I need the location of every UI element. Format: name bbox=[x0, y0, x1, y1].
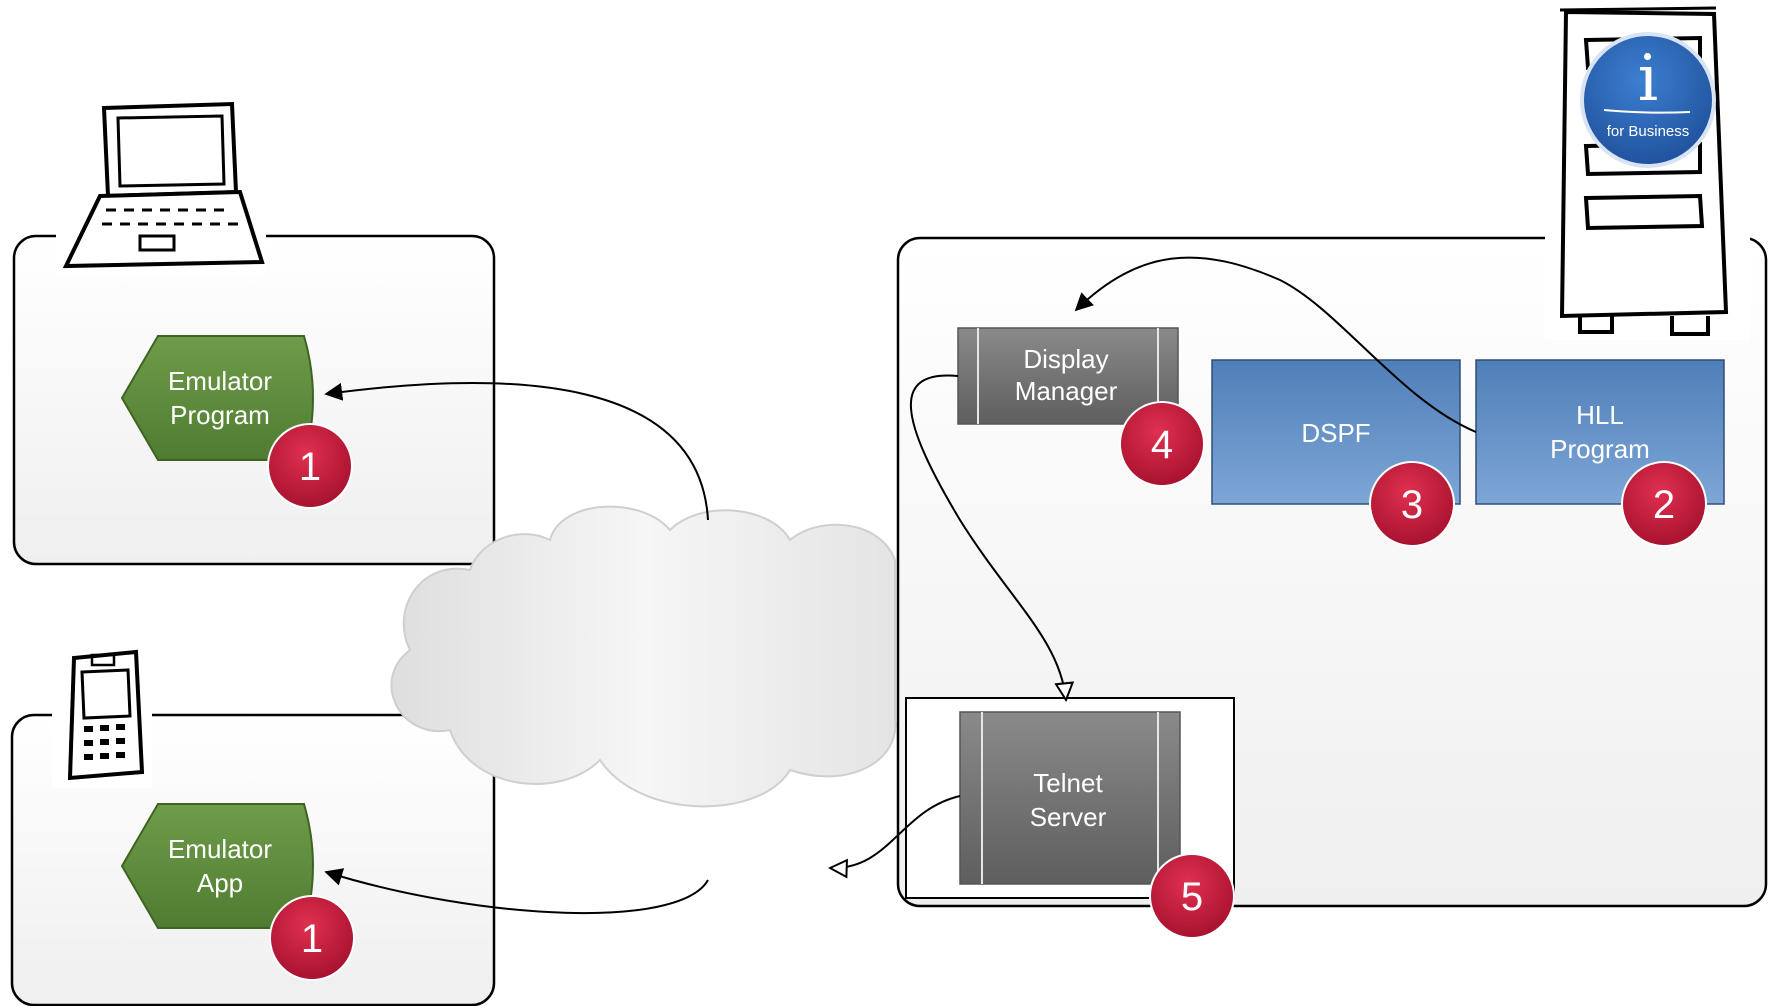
logo-text: for Business bbox=[1607, 123, 1690, 140]
hll-program-label-line2: Program bbox=[1550, 434, 1650, 464]
hll-program-label-line1: HLL bbox=[1576, 400, 1624, 430]
hll-program-node[interactable]: HLL Program bbox=[1475, 359, 1725, 505]
display-manager-label-line1: Display bbox=[1023, 344, 1108, 374]
telnet-server-label-line1: Telnet bbox=[1033, 768, 1103, 798]
connector-cloud-to-emulator-app bbox=[324, 868, 709, 914]
badge-telnet-server-number: 5 bbox=[1181, 875, 1203, 919]
cloud-icon bbox=[390, 505, 897, 808]
dspf-label: DSPF bbox=[1301, 418, 1370, 448]
badge-emulator-app-number: 1 bbox=[301, 917, 323, 961]
connector-telnet-to-cloud bbox=[830, 795, 961, 868]
mobile-phone-icon bbox=[52, 648, 152, 788]
badge-emulator-program: 1 bbox=[267, 423, 353, 509]
badge-telnet-server: 5 bbox=[1149, 853, 1235, 939]
badge-display-manager-number: 4 bbox=[1151, 423, 1173, 467]
telnet-server-node[interactable]: Telnet Server bbox=[959, 711, 1181, 885]
connector-cloud-to-emulator-program bbox=[324, 382, 709, 521]
emulator-program-node[interactable]: Emulator Program bbox=[120, 335, 314, 461]
display-manager-label-line2: Manager bbox=[1015, 376, 1118, 406]
badge-emulator-program-number: 1 bbox=[299, 445, 321, 489]
badge-display-manager: 4 bbox=[1119, 401, 1205, 487]
logo-letter: i bbox=[1638, 42, 1658, 116]
badge-dspf-number: 3 bbox=[1401, 483, 1423, 527]
emulator-program-label-line1: Emulator bbox=[168, 366, 272, 396]
badge-dspf: 3 bbox=[1369, 461, 1455, 547]
emulator-app-label-line2: App bbox=[197, 868, 243, 898]
laptop-icon bbox=[56, 95, 266, 275]
server-tower-icon: i for Business bbox=[1545, 4, 1750, 340]
emulator-app-label-line1: Emulator bbox=[168, 834, 272, 864]
connector-display-manager-to-telnet bbox=[910, 374, 1066, 700]
telnet-server-label-line2: Server bbox=[1030, 802, 1107, 832]
badge-hll-program-number: 2 bbox=[1653, 483, 1675, 527]
emulator-app-node[interactable]: Emulator App bbox=[120, 803, 314, 929]
badge-hll-program: 2 bbox=[1621, 461, 1707, 547]
emulator-program-label-line2: Program bbox=[170, 400, 270, 430]
connector-hll-to-display-manager bbox=[1074, 256, 1477, 433]
badge-emulator-app: 1 bbox=[269, 895, 355, 981]
ibm-i-logo: i for Business bbox=[1580, 32, 1716, 168]
